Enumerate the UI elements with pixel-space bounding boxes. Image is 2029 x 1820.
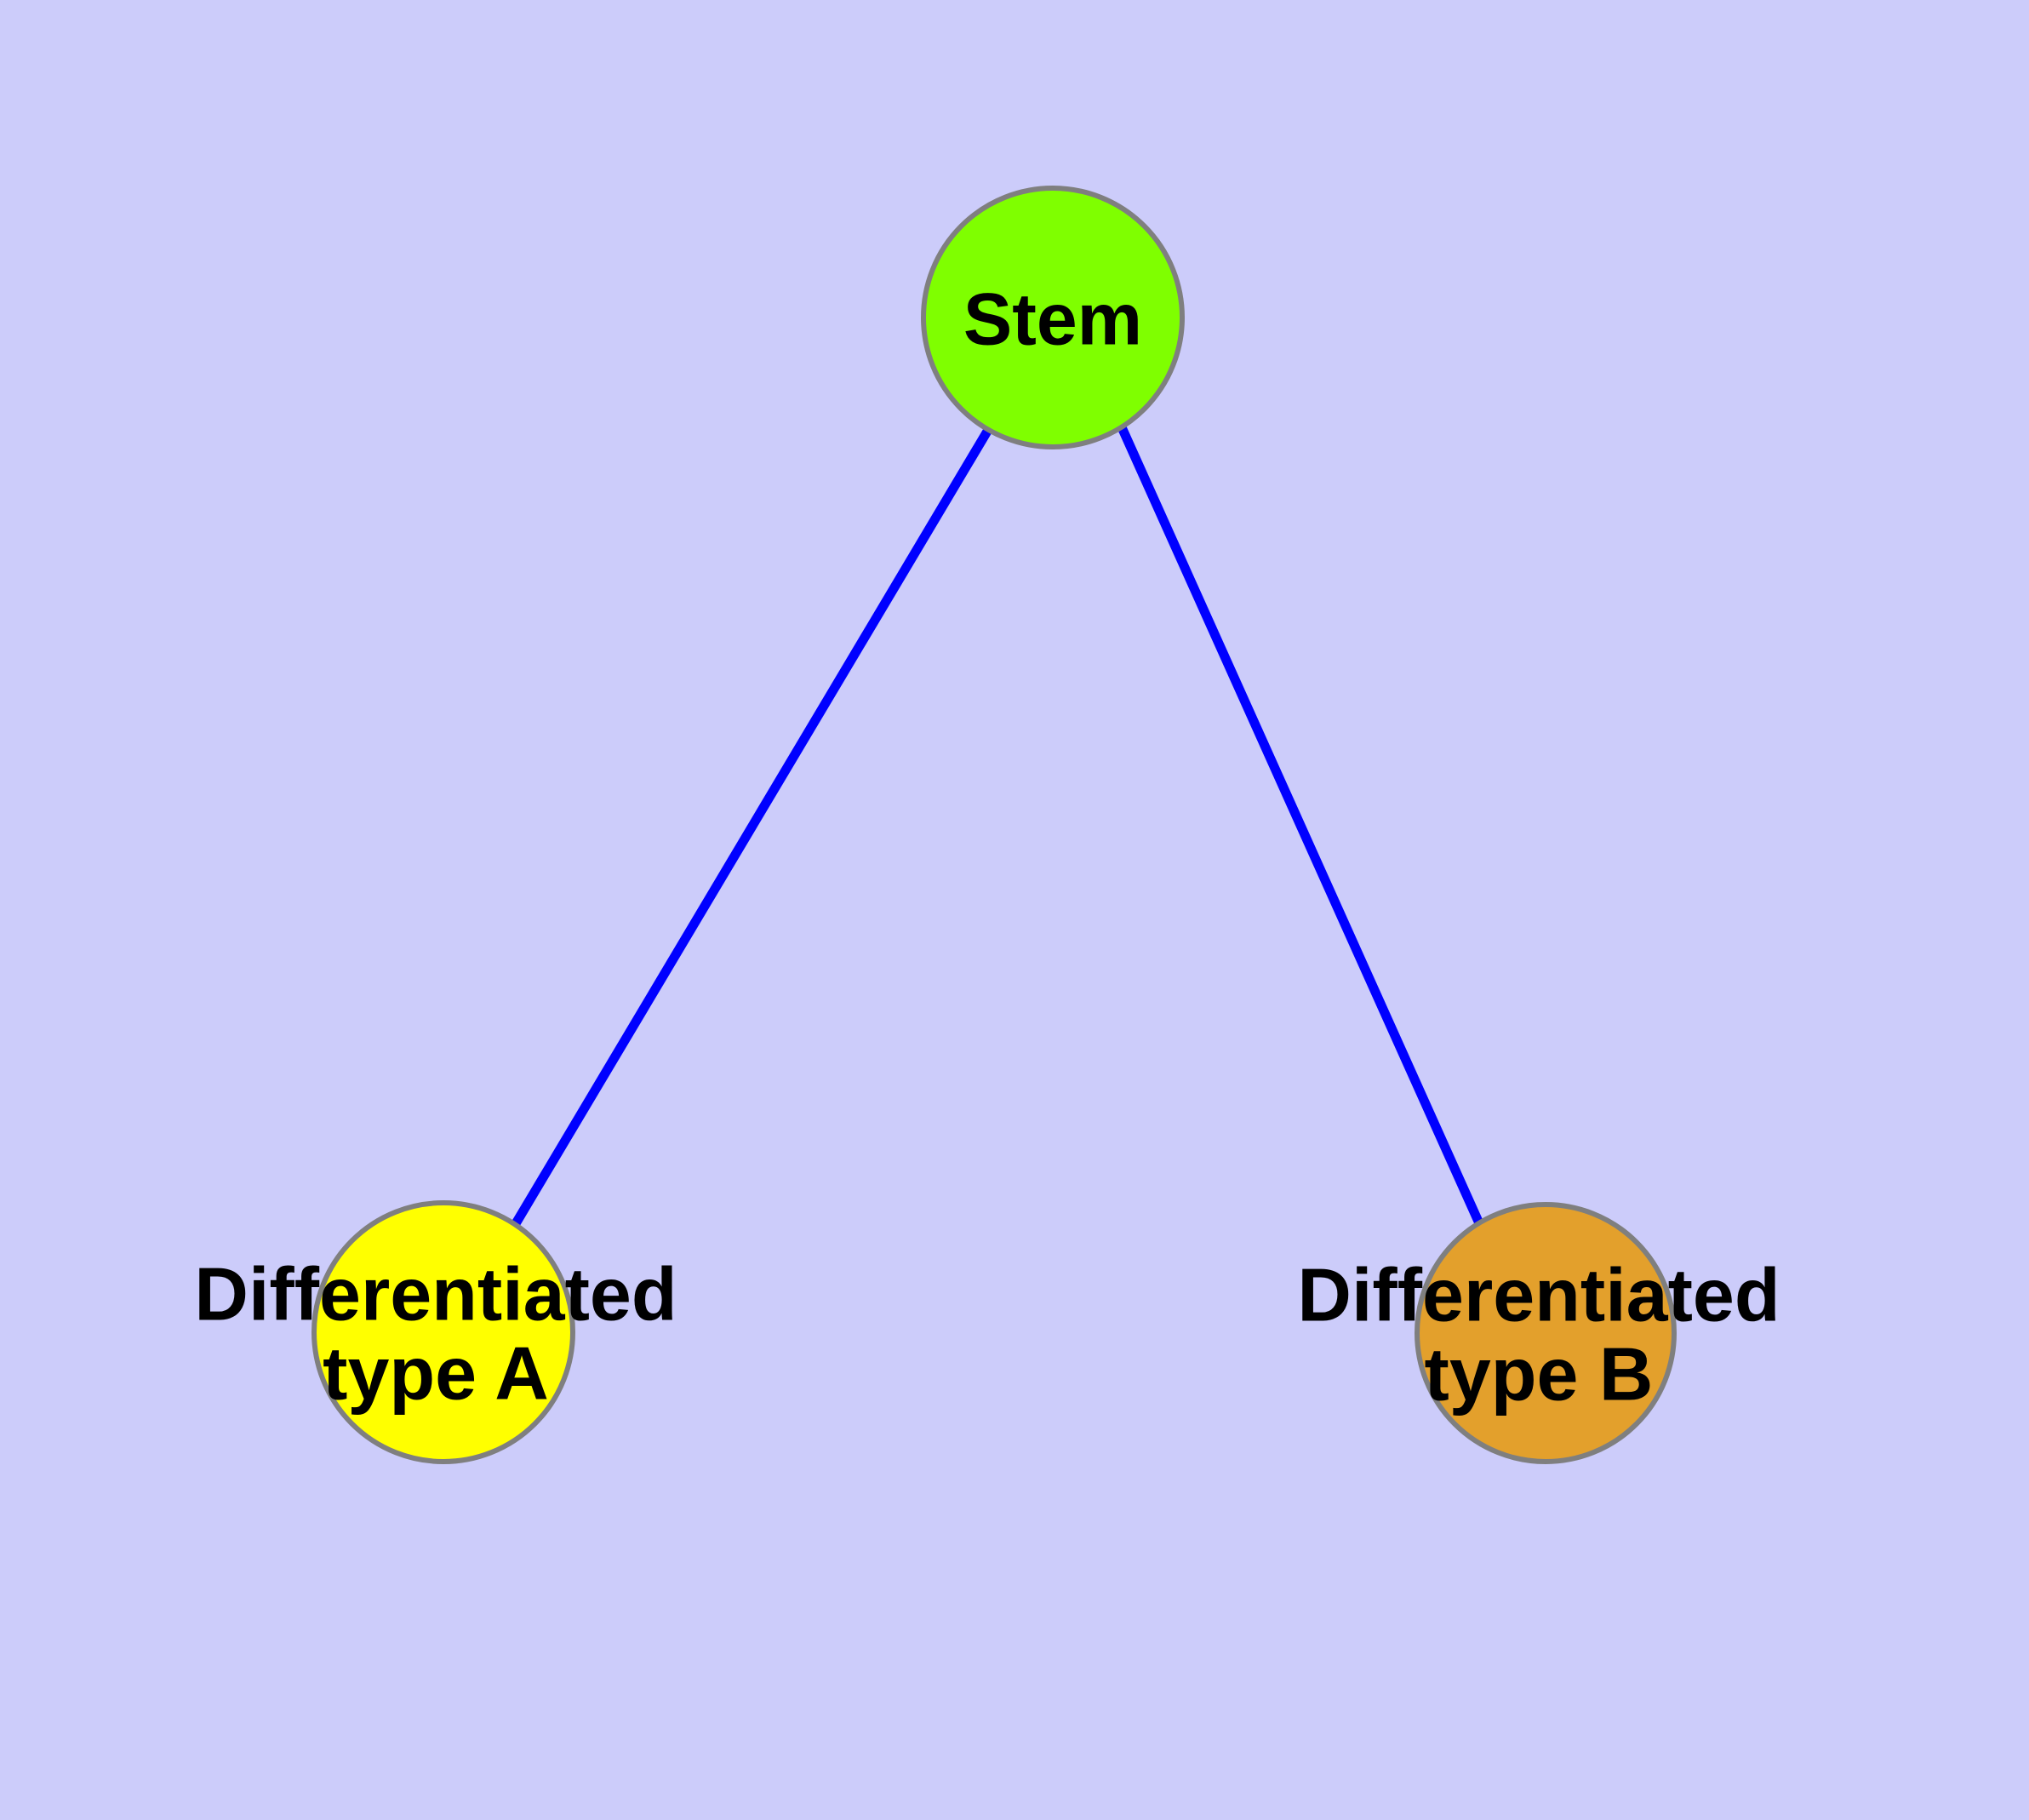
node-differentiated-type-b[interactable] bbox=[1415, 1202, 1677, 1464]
node-layer bbox=[311, 186, 1677, 1464]
edge-layer bbox=[511, 425, 1484, 1228]
node-differentiated-type-a[interactable] bbox=[311, 1200, 575, 1464]
edge-stem-to-differentiated-b[interactable] bbox=[1117, 425, 1484, 1226]
edge-stem-to-differentiated-a[interactable] bbox=[511, 427, 992, 1228]
node-stem[interactable] bbox=[921, 186, 1185, 449]
